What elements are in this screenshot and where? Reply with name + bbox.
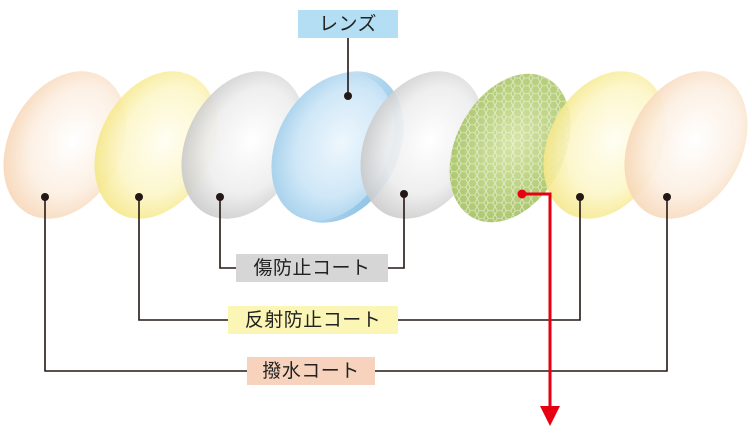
lens-label: レンズ: [298, 10, 398, 38]
leader-line-water-right: [375, 197, 668, 372]
dot-lens: [344, 92, 352, 100]
leader-line-scratch-left: [219, 197, 236, 269]
water-repellent-coat-label: 撥水コート: [247, 357, 375, 385]
dot-scratch-left: [216, 193, 224, 201]
lens-disc-peach-right: [624, 71, 748, 219]
dot-scratch-right: [400, 190, 408, 198]
dot-antireflection-right: [576, 193, 584, 201]
leader-lines: [44, 38, 668, 372]
antireflection-coat-label: 反射防止コート: [228, 306, 398, 334]
leader-line-scratch-right: [388, 194, 405, 269]
dot-water-right: [663, 193, 671, 201]
lens-disc-peach-left: [3, 71, 127, 219]
leader-dots: [41, 92, 671, 201]
dot-antireflection-left: [135, 193, 143, 201]
leader-line-antireflection-left: [138, 197, 228, 321]
leader-line-water-left: [44, 197, 247, 372]
scratch-coat-label: 傷防止コート: [236, 254, 388, 282]
down-arrow-icon: [517, 189, 560, 426]
dot-water-left: [41, 193, 49, 201]
leader-line-antireflection-right: [398, 197, 581, 321]
